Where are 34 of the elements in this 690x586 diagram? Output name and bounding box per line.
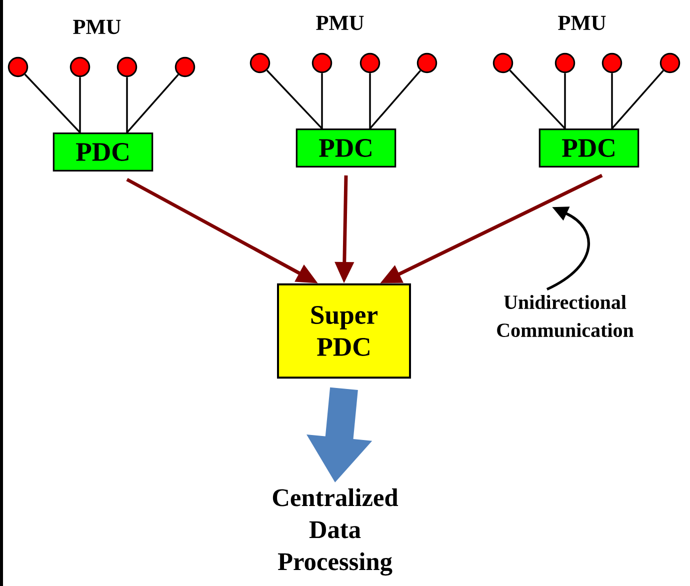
connector-line xyxy=(611,70,664,130)
connector-line xyxy=(611,73,613,129)
pdc-box: PDC xyxy=(296,128,396,168)
pmu-circle xyxy=(250,52,270,74)
connector-line xyxy=(126,74,179,134)
pmu-circle xyxy=(416,52,438,74)
connector-line xyxy=(126,77,128,133)
pmu-circle xyxy=(70,56,90,78)
pmu-circle xyxy=(174,56,196,78)
pdc-box: PDC xyxy=(538,128,640,168)
annotation-text: Unidirectional Communication xyxy=(497,294,634,338)
connector-line xyxy=(369,70,421,130)
pmu-label: PMU xyxy=(316,16,364,30)
pmu-circle xyxy=(360,52,380,74)
pmu-circle xyxy=(116,56,138,78)
connector-line xyxy=(564,73,566,129)
pdc-box: PDC xyxy=(52,132,154,172)
pmu-circle xyxy=(8,56,28,78)
connector-line xyxy=(369,73,371,129)
pmu-label: PMU xyxy=(558,16,606,30)
connector-line xyxy=(24,74,81,134)
connector-line xyxy=(321,73,323,129)
pmu-circle xyxy=(602,52,622,74)
connector-line xyxy=(266,70,323,130)
pmu-circle xyxy=(312,52,332,74)
super-pdc-box: Super PDC xyxy=(277,283,411,379)
connector-line xyxy=(79,77,81,133)
output-text: Centralized Data Processing xyxy=(272,488,398,576)
leader-arrow xyxy=(546,206,590,291)
pmu-circle xyxy=(554,52,576,74)
pmu-circle xyxy=(660,52,680,74)
pmu-label: PMU xyxy=(73,20,121,34)
pmu-circle xyxy=(492,52,514,74)
connector-line xyxy=(509,70,566,130)
